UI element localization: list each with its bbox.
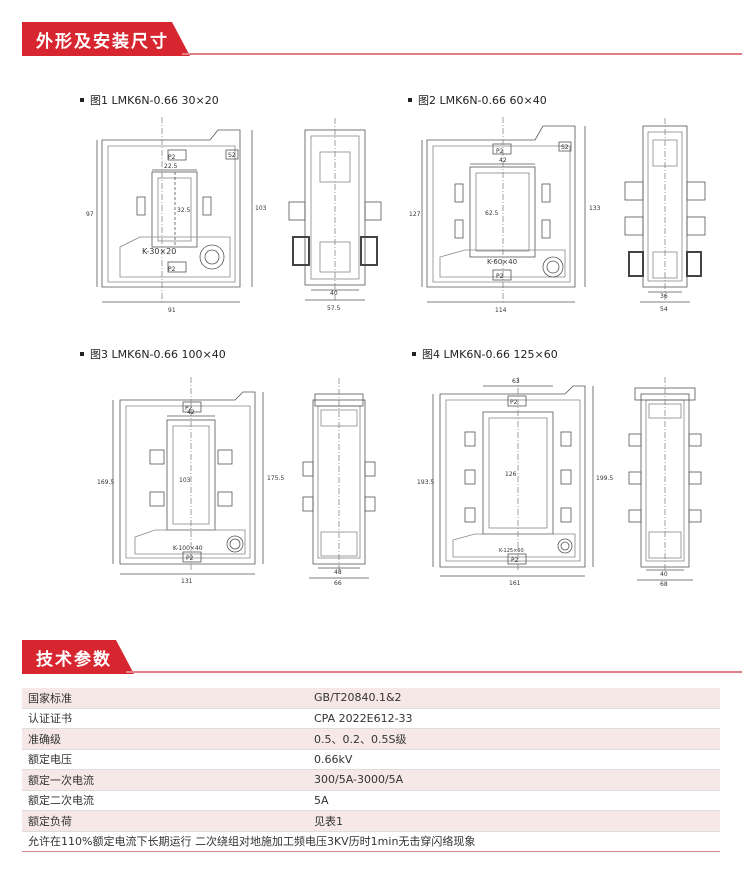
bullet-square-icon	[80, 352, 84, 356]
p2-top-label: P2	[496, 148, 504, 155]
bottom-rule	[22, 851, 720, 852]
height-inner-label: 127	[409, 211, 421, 218]
height-total-label: 103	[255, 205, 267, 212]
width-total-label: 131	[181, 578, 193, 585]
section-title: 外形及安装尺寸	[36, 32, 169, 52]
spec-label: 认证证书	[22, 708, 308, 729]
height-total-label: 133	[589, 205, 601, 212]
height-total-label: 175.5	[267, 475, 284, 482]
spec-label: 额定一次电流	[22, 769, 308, 791]
window-height-label: 62.5	[485, 210, 499, 217]
figure-1-caption: 图1 LMK6N-0.66 30×20	[80, 92, 219, 108]
height-inner-label: 97	[86, 211, 94, 218]
section-tab	[22, 22, 190, 56]
model-label: K-125×60	[499, 548, 524, 554]
figure-3-front-drawing: P2 P2 42 103 169.5 175.5 131 K-100×40	[97, 377, 284, 585]
p2-bottom-label: P2	[511, 557, 519, 564]
window-width-label: 63	[512, 378, 520, 385]
spec-value: 300/5A-3000/5A	[308, 769, 720, 791]
p2-bottom-label: P2	[168, 266, 176, 273]
spec-label: 准确级	[22, 728, 308, 750]
side-width-total-label: 68	[660, 581, 668, 587]
section-rule	[182, 53, 742, 55]
window-height-label: 32.5	[177, 207, 191, 214]
window-height-label: 126	[505, 471, 517, 478]
s2-label: S2	[561, 144, 569, 151]
width-total-label: 91	[168, 307, 176, 314]
height-total-label: 199.5	[596, 475, 613, 482]
p2-bottom-label: P2	[186, 555, 194, 562]
spec-note: 允许在110%额定电流下长期运行 二次绕组对地施加工频电压3KV历时1min无击…	[22, 831, 720, 852]
spec-value: 5A	[308, 790, 720, 811]
height-inner-label: 193.5	[417, 479, 434, 486]
figure-1-side-drawing: 40 57.5	[288, 118, 382, 312]
figure-2-front-drawing: P2 P2 S2 42 62.5 127 133 114 K-60×40	[409, 117, 601, 314]
spec-label: 额定二次电流	[22, 790, 308, 811]
spec-value: 见表1	[308, 810, 720, 832]
side-width-total-label: 54	[660, 306, 668, 313]
specs-section-header: 技术参数	[22, 640, 742, 674]
window-width-label: 22.5	[164, 163, 178, 170]
model-label: K-60×40	[487, 258, 517, 266]
model-label: K-100×40	[173, 545, 203, 552]
window-width-label: 42	[499, 157, 507, 164]
section-rule	[126, 671, 742, 673]
figure-3-side-drawing: 48 66	[302, 378, 376, 587]
p2-top-label: P2	[510, 399, 518, 406]
side-width-inner-label: 40	[330, 290, 338, 297]
figure-2-side-drawing: 36 54	[624, 118, 706, 313]
figure-2-caption: 图2 LMK6N-0.66 60×40	[408, 92, 547, 108]
spec-label: 国家标准	[22, 688, 308, 709]
section-title: 技术参数	[36, 650, 112, 670]
bullet-square-icon	[80, 98, 84, 102]
width-total-label: 114	[495, 307, 507, 314]
spec-label: 额定负荷	[22, 810, 308, 832]
side-width-inner-label: 40	[660, 571, 668, 578]
figure-3-caption: 图3 LMK6N-0.66 100×40	[80, 346, 226, 362]
side-width-total-label: 57.5	[327, 305, 341, 312]
bullet-square-icon	[408, 98, 412, 102]
spec-label: 额定电压	[22, 749, 308, 770]
spec-value: 0.66kV	[308, 749, 720, 770]
window-height-label: 103	[179, 477, 191, 484]
spec-value: CPA 2022E612-33	[308, 708, 720, 729]
figure-4-side-drawing: 40 68	[628, 377, 702, 587]
p2-top-label: P2	[168, 154, 176, 161]
side-width-inner-label: 36	[660, 293, 668, 300]
figure-4-front-drawing: P2 P2 63 126 193.5 199.5 161 K-125×60	[417, 377, 613, 587]
figure-4-caption: 图4 LMK6N-0.66 125×60	[412, 346, 558, 362]
figure-1-front-drawing: P2 P2 S2 22.5 32.5 97 103 91 K-30×20	[86, 117, 267, 314]
side-width-total-label: 66	[334, 580, 342, 587]
s2-label: S2	[228, 152, 236, 159]
width-total-label: 161	[509, 580, 521, 587]
p2-top-label: P2	[185, 405, 193, 412]
spec-value: GB/T20840.1&2	[308, 688, 720, 709]
side-width-inner-label: 48	[334, 569, 342, 576]
table-row: 额定负荷见表1	[22, 810, 720, 832]
window-width-label: 42	[187, 409, 195, 416]
height-inner-label: 169.5	[97, 479, 114, 486]
dimensions-section-header: 外形及安装尺寸	[22, 22, 742, 56]
p2-bottom-label: P2	[496, 273, 504, 280]
table-row: 允许在110%额定电流下长期运行 二次绕组对地施加工频电压3KV历时1min无击…	[22, 831, 720, 852]
bullet-square-icon	[412, 352, 416, 356]
model-label: K-30×20	[142, 247, 176, 256]
section-tab	[22, 640, 134, 674]
spec-value: 0.5、0.2、0.5S级	[308, 728, 720, 750]
